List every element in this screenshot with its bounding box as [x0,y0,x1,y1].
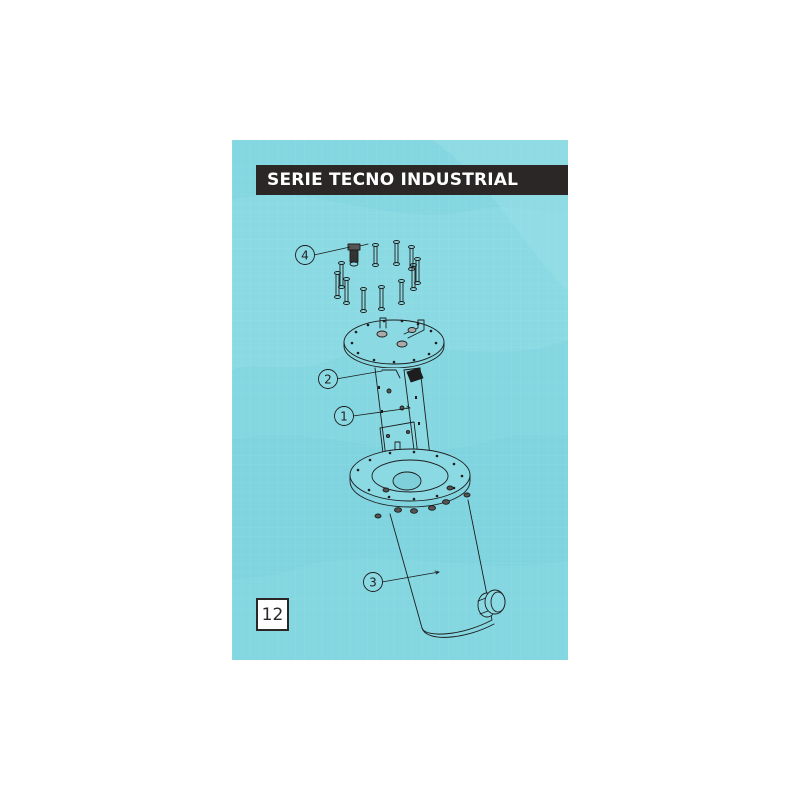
svg-text:1: 1 [340,410,348,424]
exploded-parts-diagram: 4 2 1 3 [295,240,506,638]
manual-page: SERIE TECNO INDUSTRIAL [232,140,568,660]
svg-text:4: 4 [301,249,309,263]
callout-3: 3 [363,572,383,592]
top-flange-plate [343,317,445,369]
callout-1: 1 [334,406,354,426]
lower-flange [349,448,471,508]
cylindrical-housing [374,485,506,638]
svg-text:2: 2 [324,373,332,387]
page-number: 12 [256,598,289,631]
pool-tile-background [232,140,568,660]
callout-4: 4 [295,245,315,265]
bolts-icon [334,240,421,313]
svg-text:3: 3 [369,576,377,590]
section-title: SERIE TECNO INDUSTRIAL [267,170,519,190]
section-title-bar: SERIE TECNO INDUSTRIAL [256,165,568,195]
callout-2: 2 [318,369,338,389]
